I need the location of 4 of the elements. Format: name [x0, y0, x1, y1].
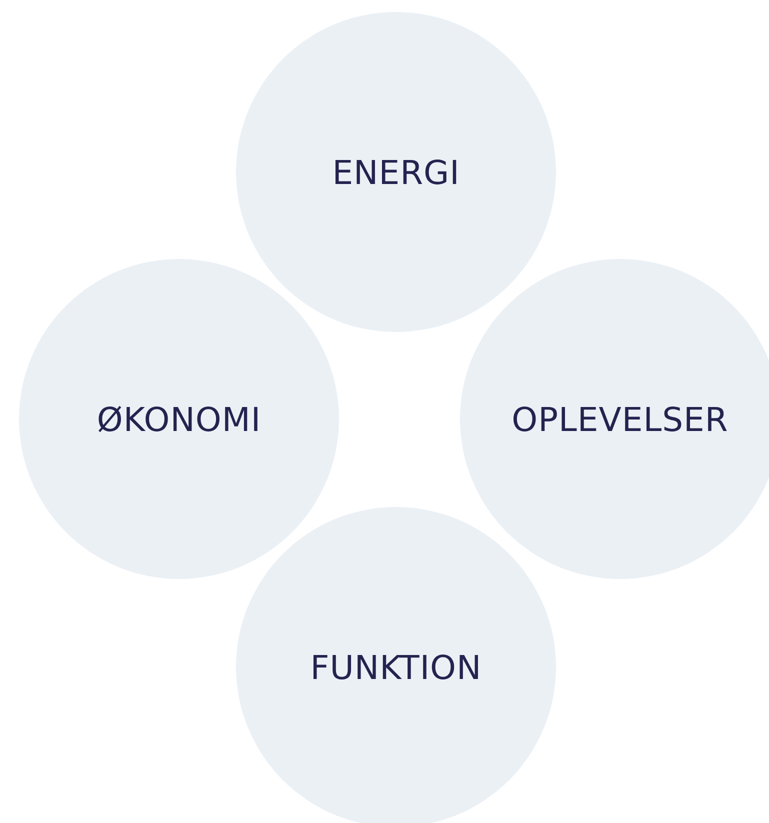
topic-label: ØKONOMI [96, 400, 262, 438]
topic-label: OPLEVELSER [512, 400, 728, 438]
topic-label: ENERGI [332, 152, 460, 192]
topic-label: FUNKTION [310, 648, 482, 686]
